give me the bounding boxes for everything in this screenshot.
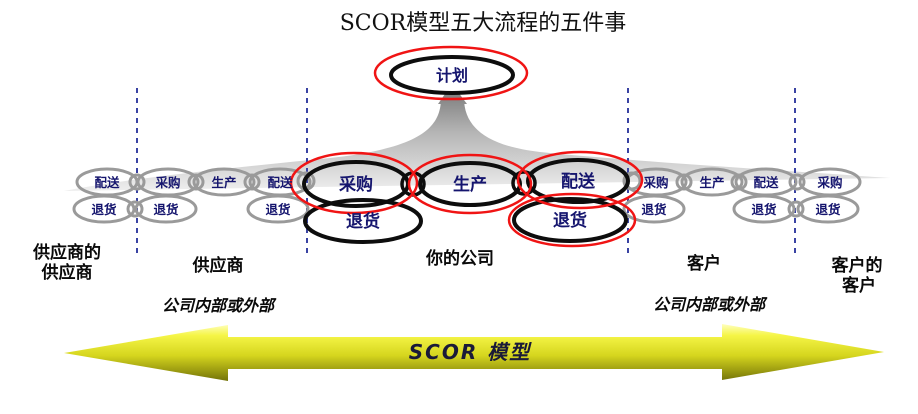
process-label: 退货 bbox=[751, 202, 777, 217]
process-label: 退货 bbox=[153, 202, 179, 217]
process-label: 退货 bbox=[815, 202, 841, 217]
section-label-customers-customer: 客户的 bbox=[831, 255, 883, 276]
process-label: 退货 bbox=[265, 202, 291, 217]
process-ellipse-return bbox=[622, 194, 686, 224]
process-label: 采购 bbox=[816, 175, 842, 190]
chain-link-circle bbox=[675, 173, 693, 191]
scor-scope-arrow bbox=[64, 324, 884, 381]
main-process-ellipse-deliver bbox=[526, 158, 630, 204]
process-ellipse-return bbox=[246, 194, 310, 224]
process-label: 退货 bbox=[641, 202, 667, 217]
chain-link-circle bbox=[787, 200, 805, 218]
chain-link-circle bbox=[128, 173, 146, 191]
main-process-label: 采购 bbox=[338, 174, 373, 195]
process-ellipse-return bbox=[72, 194, 136, 224]
process-label: 采购 bbox=[154, 175, 180, 190]
red-highlight-ellipse-return bbox=[507, 192, 637, 248]
main-process-ellipse-make bbox=[418, 161, 522, 207]
process-ellipse-return bbox=[732, 194, 796, 224]
section-label-suppliers-supplier: 供应商 bbox=[41, 262, 93, 283]
main-process-label: 退货 bbox=[553, 210, 587, 231]
process-ellipse-return bbox=[134, 194, 198, 224]
process-label: 配送 bbox=[753, 175, 779, 190]
chain-link-circle bbox=[730, 173, 748, 191]
main-process-label: 退货 bbox=[346, 211, 380, 232]
red-highlight-ellipse-deliver bbox=[516, 150, 644, 210]
section-label-customer: 客户 bbox=[686, 253, 721, 274]
scope-note-left: 公司内部或外部 bbox=[162, 296, 277, 315]
process-label: 退货 bbox=[91, 202, 117, 217]
plan-label: 计划 bbox=[436, 66, 468, 85]
process-label: 生产 bbox=[211, 175, 236, 190]
section-label-suppliers-supplier: 供应商的 bbox=[32, 242, 101, 263]
process-ellipse-make bbox=[192, 167, 256, 197]
diagram-title: SCOR模型五大流程的五件事 bbox=[340, 11, 627, 36]
main-process-ellipse-return bbox=[303, 198, 423, 244]
scor-arrow-label: SCOR 模型 bbox=[409, 340, 532, 364]
process-label: 配送 bbox=[94, 175, 120, 190]
chain-link-circle bbox=[622, 171, 642, 191]
main-process-ellipse-return bbox=[512, 197, 628, 243]
red-highlight-ellipse-plan bbox=[373, 45, 529, 101]
chain-link-circle bbox=[126, 200, 144, 218]
process-ellipse-make bbox=[680, 167, 744, 197]
scope-note-right: 公司内部或外部 bbox=[653, 295, 768, 314]
main-process-label: 配送 bbox=[561, 171, 596, 192]
section-label-supplier: 供应商 bbox=[192, 255, 244, 276]
process-label: 配送 bbox=[267, 175, 293, 190]
process-ellipse-return bbox=[796, 194, 860, 224]
red-highlight-ellipse-make bbox=[407, 153, 533, 215]
process-label: 生产 bbox=[699, 175, 724, 190]
chain-link-circle bbox=[187, 173, 205, 191]
plan-ellipse bbox=[389, 55, 515, 95]
section-label-customers-customer: 客户 bbox=[841, 275, 876, 296]
chain-link-circle bbox=[788, 173, 806, 191]
red-highlight-ellipse-source bbox=[289, 151, 419, 215]
section-label-your-company: 你的公司 bbox=[425, 248, 494, 269]
plan-funnel-shape bbox=[64, 98, 890, 191]
chain-link-circle bbox=[243, 173, 261, 191]
process-label: 采购 bbox=[642, 175, 668, 190]
main-process-label: 生产 bbox=[453, 174, 487, 195]
